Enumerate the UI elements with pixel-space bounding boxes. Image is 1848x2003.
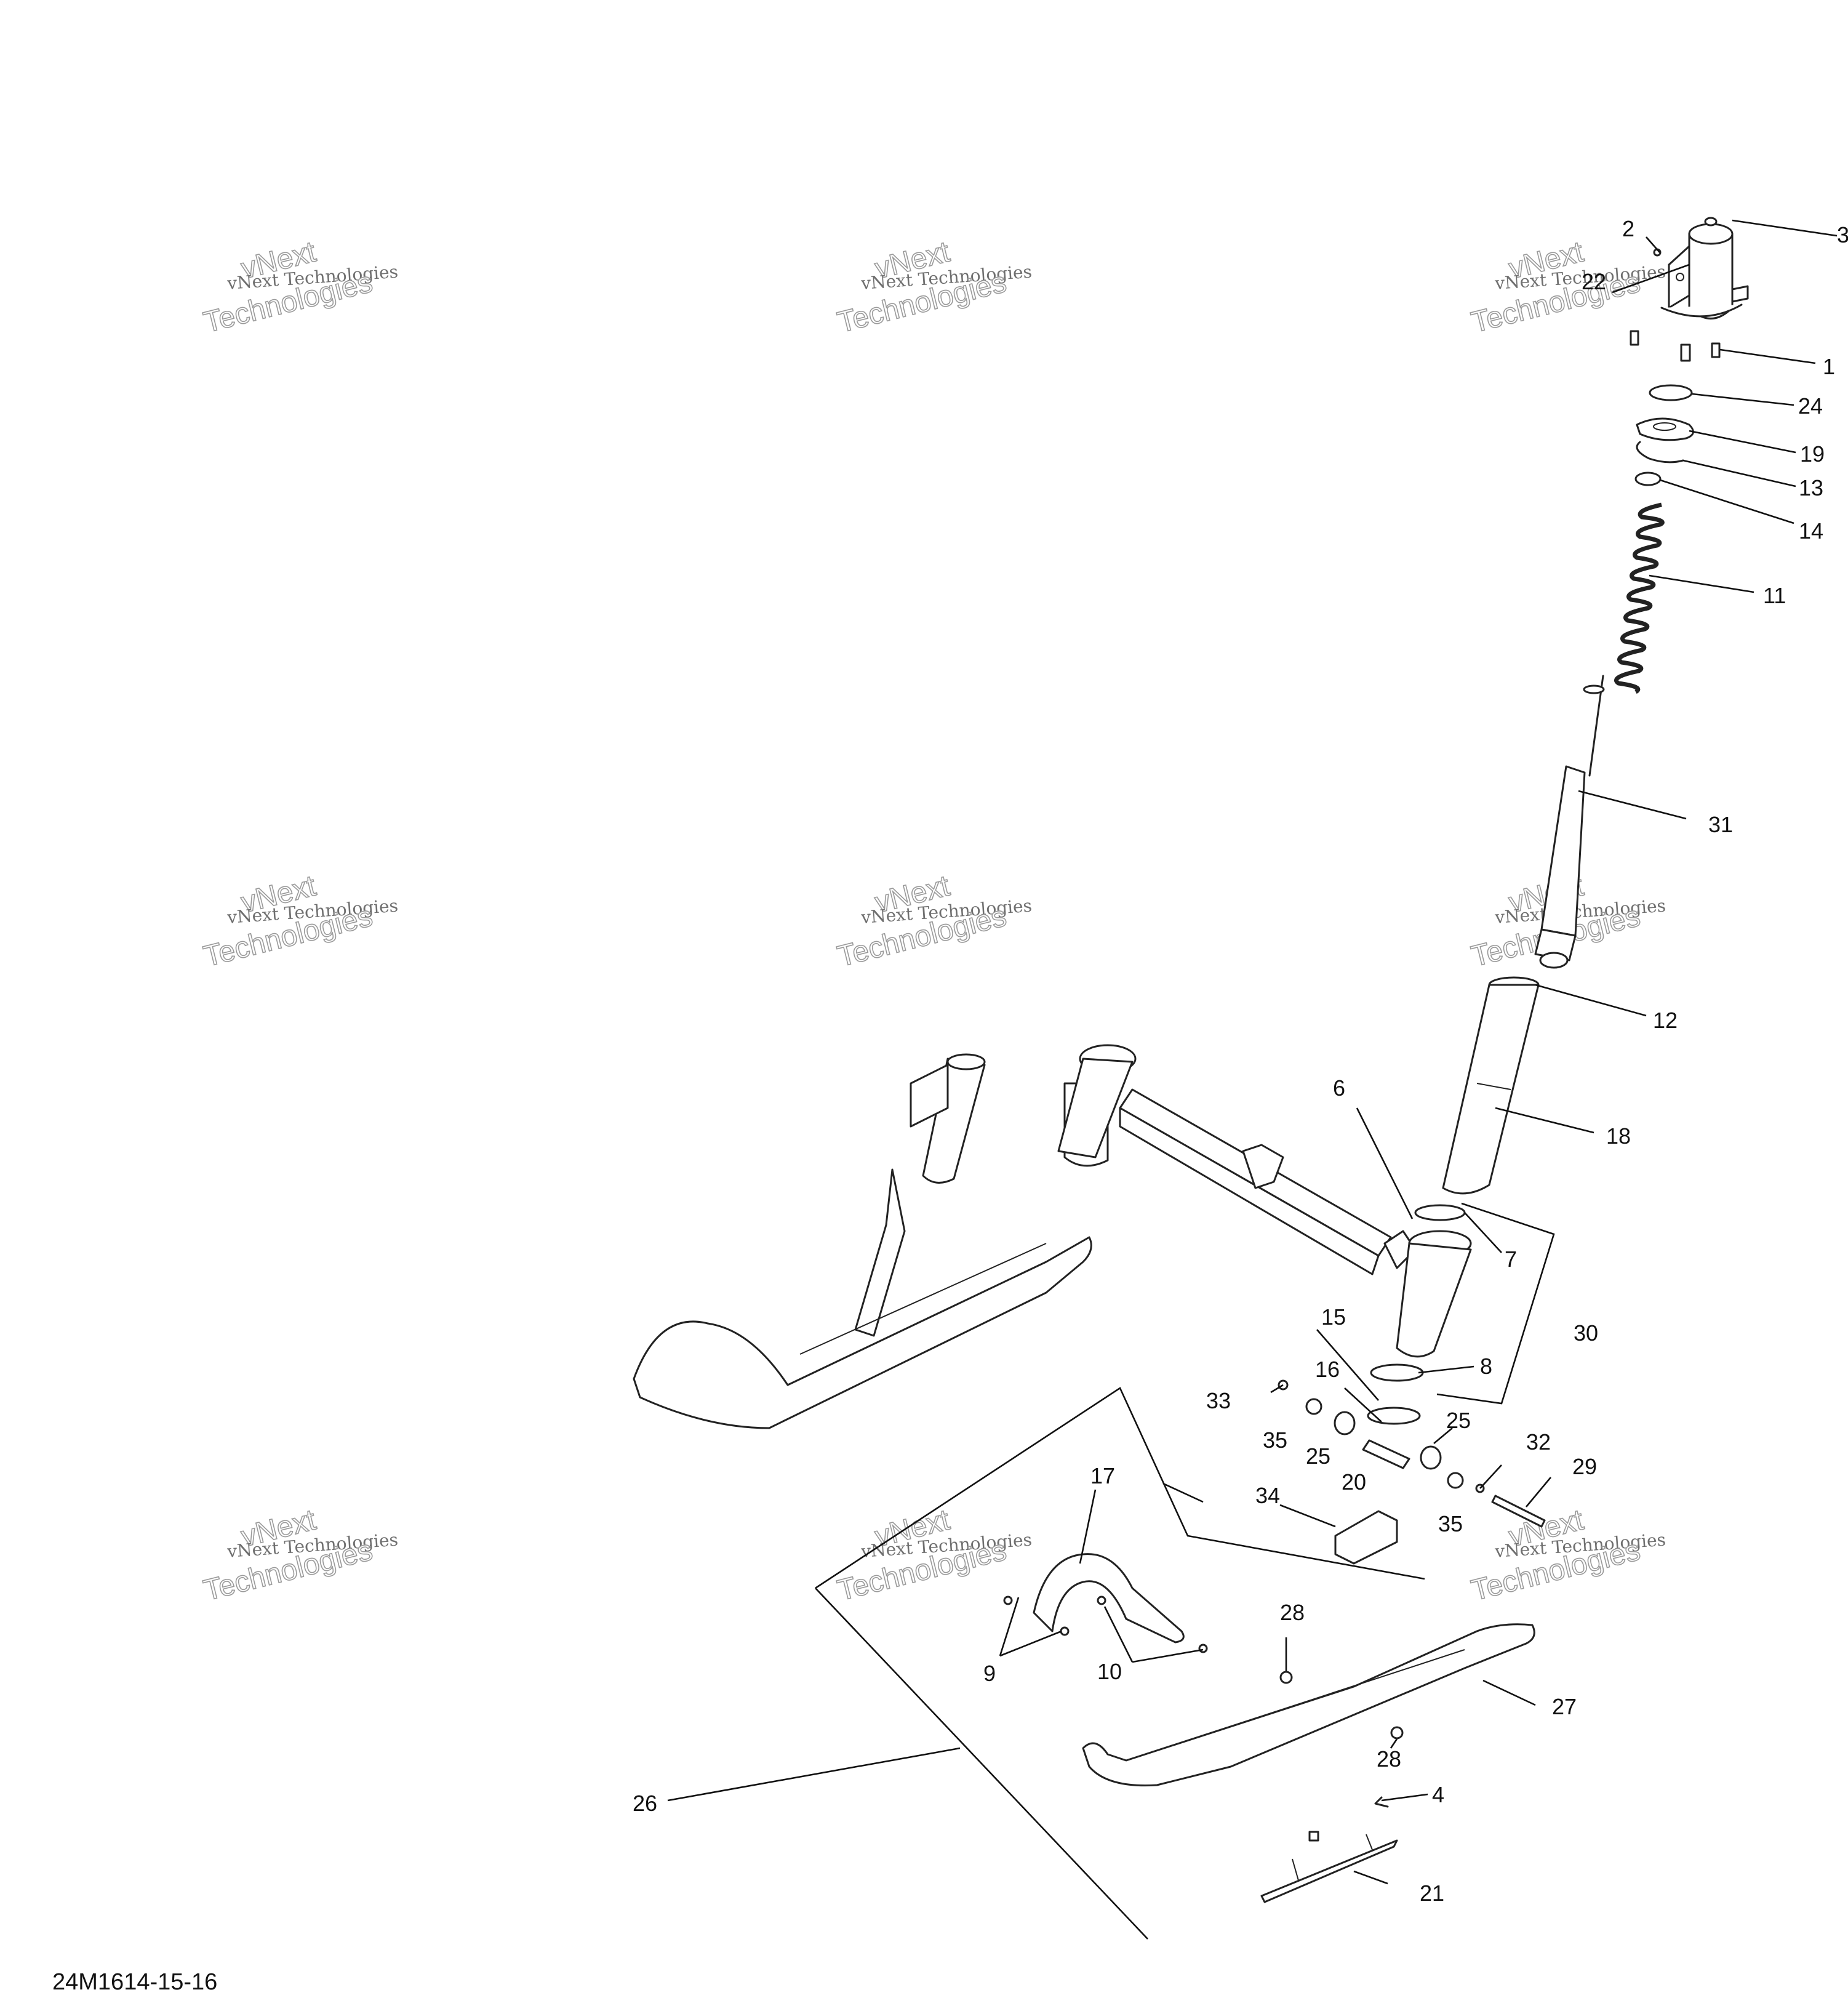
watermark: vNext vNext Technologies Technologies <box>200 869 399 974</box>
callout-28: 28 <box>1280 1600 1305 1625</box>
callouts: 1 2 3 4 6 7 8 9 10 11 12 13 14 15 16 17 … <box>633 216 1848 1906</box>
stopper <box>1334 1510 1398 1565</box>
callout-25: 25 <box>1446 1408 1471 1433</box>
callout-14: 14 <box>1799 518 1823 544</box>
callout-2: 2 <box>1622 216 1634 241</box>
upper-housing <box>1660 217 1749 319</box>
ski <box>1082 1623 1535 1787</box>
assembled-ski-left <box>633 1053 1092 1429</box>
callout-6: 6 <box>1333 1075 1345 1101</box>
cross-beam <box>1057 1044 1472 1358</box>
callout-29: 29 <box>1572 1454 1597 1479</box>
callout-35b: 35 <box>1438 1511 1463 1536</box>
group-boundary-26 <box>815 1387 1425 1940</box>
group-bracket-30 <box>1436 1202 1555 1405</box>
callout-3: 3 <box>1837 222 1848 247</box>
callout-34: 34 <box>1255 1483 1280 1508</box>
watermark: vNext vNext Technologies Technologies <box>1468 1503 1666 1608</box>
callout-27: 27 <box>1552 1694 1577 1719</box>
watermark: vNext vNext Technologies Technologies <box>200 1503 399 1608</box>
callout-26: 26 <box>633 1791 657 1816</box>
callout-20: 20 <box>1342 1469 1366 1495</box>
runner <box>1260 1796 1398 1903</box>
callout-21: 21 <box>1420 1881 1444 1906</box>
callout-32: 32 <box>1526 1429 1551 1455</box>
ski-handle <box>1003 1553 1208 1653</box>
callout-11: 11 <box>1763 583 1786 608</box>
callout-12: 12 <box>1653 1008 1678 1033</box>
callout-7: 7 <box>1505 1246 1517 1272</box>
callout-25b: 25 <box>1306 1443 1330 1469</box>
callout-19: 19 <box>1800 441 1825 467</box>
callout-28b: 28 <box>1377 1746 1401 1772</box>
callout-35: 35 <box>1263 1427 1287 1453</box>
watermarks: vNext vNext Technologies Technologies vN… <box>200 235 1666 1608</box>
callout-18: 18 <box>1606 1123 1631 1149</box>
callout-31: 31 <box>1708 812 1733 837</box>
callout-33: 33 <box>1206 1388 1231 1413</box>
callout-10: 10 <box>1097 1659 1122 1684</box>
parts <box>633 217 1749 1940</box>
callout-17: 17 <box>1090 1463 1115 1488</box>
watermark: vNext vNext Technologies Technologies <box>1468 235 1666 340</box>
callout-15: 15 <box>1321 1304 1346 1330</box>
callout-8: 8 <box>1480 1354 1492 1379</box>
callout-22: 22 <box>1582 269 1606 294</box>
watermark: vNext vNext Technologies Technologies <box>834 869 1033 974</box>
plates <box>1636 384 1694 441</box>
callout-24: 24 <box>1798 393 1823 419</box>
hardware <box>1278 1379 1546 1528</box>
callout-1: 1 <box>1823 354 1835 379</box>
drawing-number: 24M1614-15-16 <box>52 1969 217 1995</box>
callout-30: 30 <box>1574 1320 1598 1346</box>
shock-absorber <box>1534 675 1605 969</box>
watermark: vNext vNext Technologies Technologies <box>200 235 399 340</box>
sleeve <box>1442 976 1540 1195</box>
watermark: vNext vNext Technologies Technologies <box>834 235 1033 340</box>
callout-9: 9 <box>983 1661 996 1686</box>
spring <box>1614 502 1665 694</box>
leaders <box>667 219 1838 1885</box>
callout-13: 13 <box>1799 475 1823 500</box>
callout-16: 16 <box>1315 1357 1340 1382</box>
clip-washer <box>1634 441 1684 486</box>
callout-4: 4 <box>1432 1782 1444 1807</box>
